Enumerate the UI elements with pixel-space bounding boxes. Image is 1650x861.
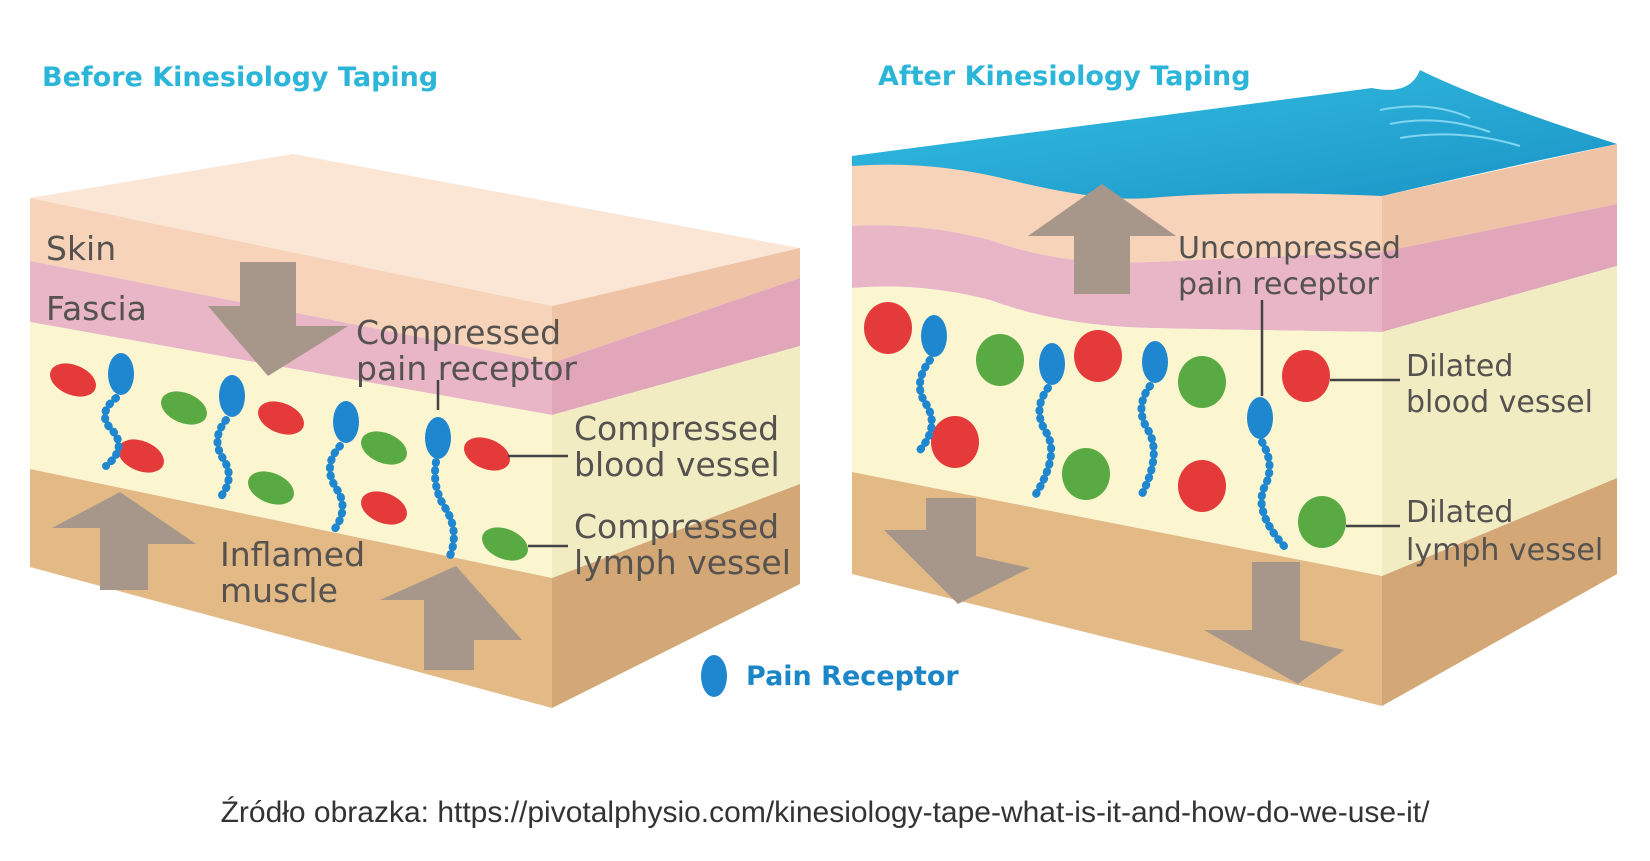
blood-vessel	[1282, 350, 1330, 402]
pain-receptor	[101, 353, 134, 470]
blood-vessel	[864, 302, 912, 354]
legend: Pain Receptor	[701, 655, 959, 697]
inflamed-label-2: muscle	[220, 571, 338, 610]
before-up-arrow-right	[380, 566, 522, 670]
after-down-arrow-left	[884, 498, 1030, 604]
before-down-arrow	[208, 262, 348, 376]
after-side-tissue	[1382, 266, 1617, 576]
compressed-pain-label-2: pain receptor	[356, 349, 577, 388]
after-panel: After Kinesiology Taping	[852, 61, 1617, 706]
blood-vessel	[361, 491, 407, 525]
blood-vessel	[464, 437, 510, 471]
before-tissue-layer	[30, 322, 552, 578]
pain-receptor	[213, 375, 245, 504]
blood-vessel	[258, 401, 304, 435]
blood-vessel	[1074, 330, 1122, 382]
after-down-arrow-right	[1204, 562, 1344, 684]
compressed-lymph-label-1: Compressed	[574, 507, 779, 546]
legend-label: Pain Receptor	[746, 661, 959, 692]
before-side-muscle	[552, 484, 800, 708]
blood-vessel	[1178, 460, 1226, 512]
before-side-tissue	[552, 346, 800, 578]
after-side-muscle	[1382, 478, 1617, 706]
lymph-vessel	[976, 334, 1024, 386]
lymph-vessel	[161, 391, 207, 425]
pain-receptor-icon	[701, 655, 727, 697]
source-caption: Źródło obrazka: https://pivotalphysio.co…	[220, 796, 1430, 829]
after-title: After Kinesiology Taping	[878, 61, 1251, 92]
inflamed-label-1: Inflamed	[220, 535, 365, 574]
blood-vessel	[50, 363, 96, 397]
before-side-fascia	[552, 278, 800, 415]
lymph-vessel	[1298, 496, 1346, 548]
fascia-label: Fascia	[46, 289, 147, 328]
uncompressed-label-1: Uncompressed	[1178, 231, 1401, 266]
after-up-arrow	[1028, 184, 1176, 294]
pain-receptor	[916, 315, 947, 454]
compressed-pain-label-1: Compressed	[356, 313, 561, 352]
compressed-lymph-label-2: lymph vessel	[574, 543, 791, 582]
dilated-lymph-label-1: Dilated	[1406, 495, 1513, 530]
uncompressed-label-2: pain receptor	[1178, 267, 1380, 302]
before-up-arrow-left	[52, 492, 196, 590]
lymph-vessel	[248, 471, 294, 505]
dilated-blood-label-2: blood vessel	[1406, 385, 1593, 420]
before-side-skin	[552, 248, 800, 363]
tape-wave-lines	[1379, 105, 1521, 147]
kinesiology-tape	[852, 70, 1617, 199]
compressed-blood-label-1: Compressed	[574, 409, 779, 448]
skin-label: Skin	[46, 229, 116, 268]
before-top-face	[30, 154, 800, 306]
after-side-skin	[1382, 144, 1617, 252]
blood-vessel	[118, 439, 164, 473]
pain-receptor	[1032, 343, 1065, 498]
before-panel: Before Kinesiology Taping	[30, 62, 800, 708]
dilated-blood-label-1: Dilated	[1406, 349, 1513, 384]
blood-vessel	[931, 416, 979, 468]
after-side-fascia	[1382, 204, 1617, 332]
lymph-vessel	[1062, 448, 1110, 500]
lymph-vessel	[1178, 356, 1226, 408]
compressed-blood-label-2: blood vessel	[574, 445, 780, 484]
pain-receptor	[1247, 397, 1288, 550]
dilated-lymph-label-2: lymph vessel	[1406, 533, 1603, 568]
lymph-vessel	[482, 527, 528, 561]
pain-receptor	[1137, 341, 1168, 498]
pain-receptor	[326, 401, 359, 534]
before-title: Before Kinesiology Taping	[42, 62, 438, 93]
pain-receptor	[425, 417, 458, 560]
lymph-vessel	[361, 431, 407, 465]
